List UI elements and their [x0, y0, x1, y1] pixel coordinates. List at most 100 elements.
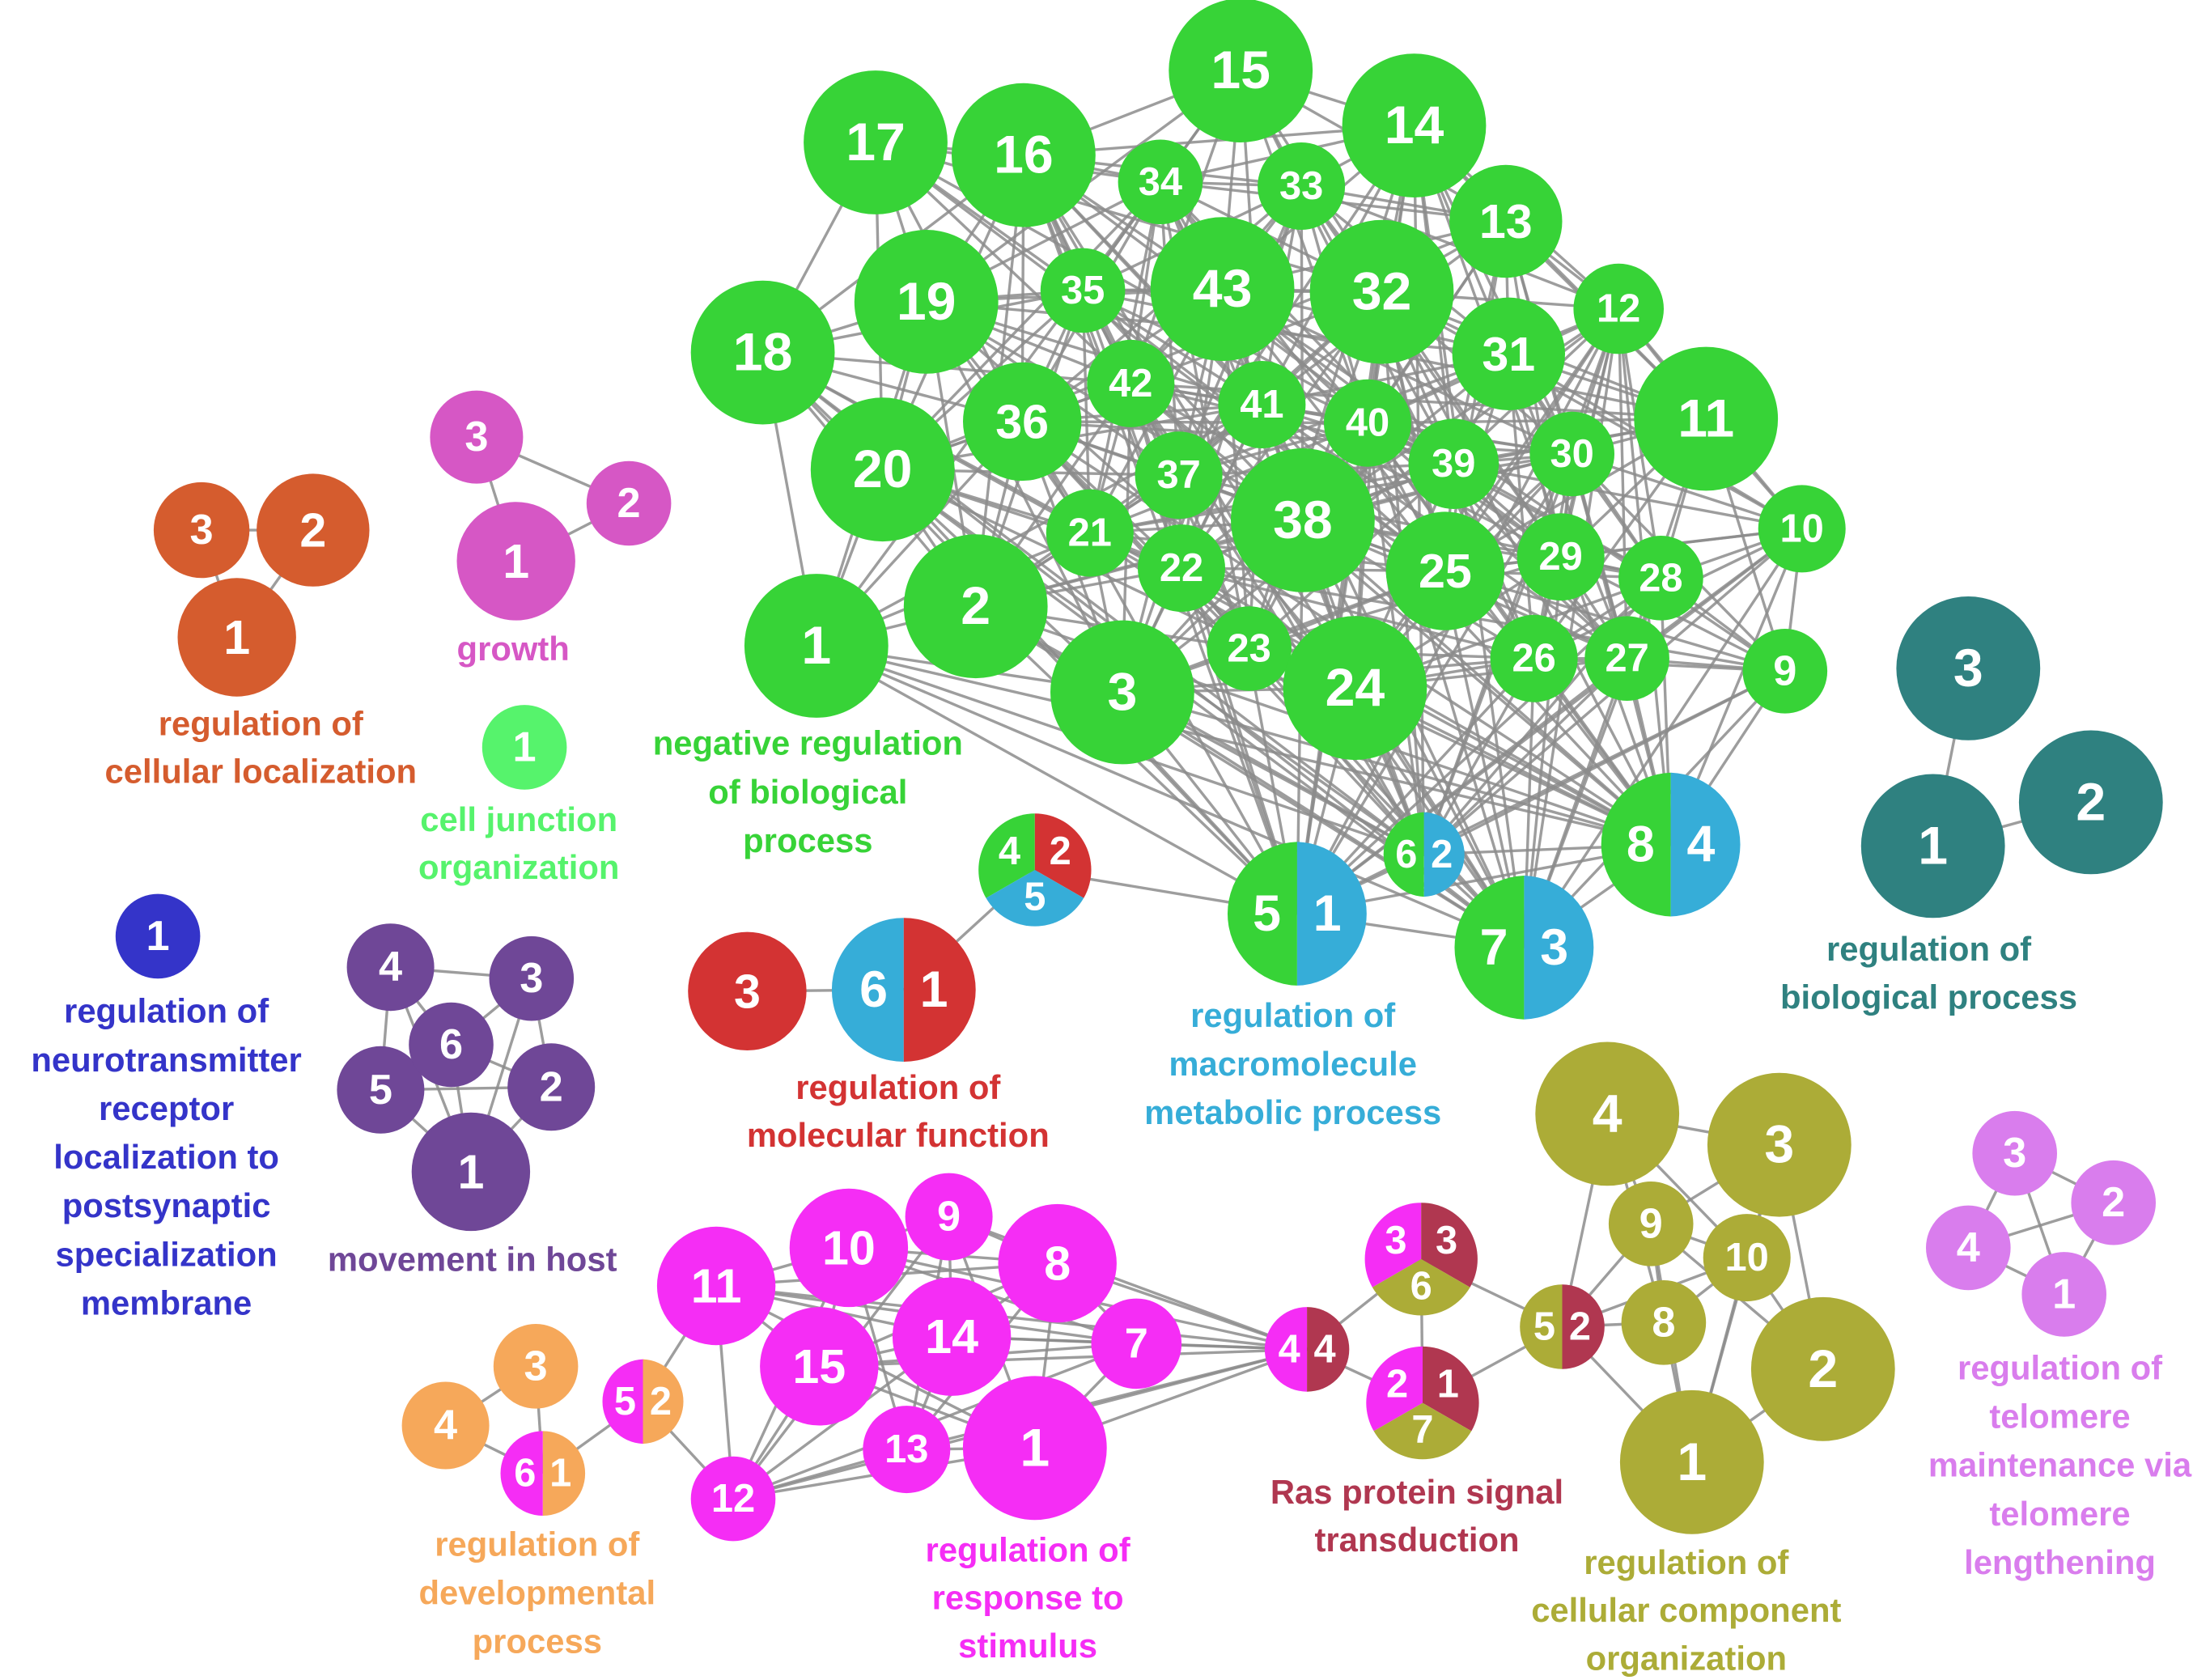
node-rs9-circle — [905, 1173, 993, 1261]
node-neg-reg-22: 22 — [1138, 524, 1225, 613]
node-cc3: 3 — [1707, 1072, 1852, 1217]
cluster-label-line: Ras protein signal — [1270, 1473, 1563, 1511]
node-mv2-label: 2 — [540, 1063, 563, 1110]
cluster-label-line: regulation of — [795, 1068, 1000, 1106]
node-cl3: 3 — [153, 482, 250, 579]
node-cc52-left-label: 5 — [1533, 1305, 1555, 1349]
node-cc8-circle — [1621, 1280, 1707, 1365]
node-ras44-left-label: 4 — [1279, 1327, 1300, 1371]
node-neg-reg-26-label: 26 — [1512, 637, 1555, 681]
node-tl1-circle — [2021, 1252, 2106, 1337]
node-mm73-left-label: 7 — [1480, 919, 1508, 976]
node-ras336-sector-a — [1364, 1203, 1422, 1288]
node-neg-reg-29: 29 — [1516, 513, 1605, 601]
node-mv3-circle — [489, 935, 575, 1021]
node-bp2-circle — [2018, 730, 2163, 875]
node-cl3-label: 3 — [190, 507, 214, 554]
node-mm62-right-label: 2 — [1431, 833, 1453, 876]
node-rs1-circle — [962, 1376, 1107, 1521]
node-neg-reg-37-label: 37 — [1156, 453, 1200, 497]
node-mv2-circle — [507, 1043, 596, 1131]
node-dv61-left-half — [500, 1431, 543, 1516]
node-neg-reg-23: 23 — [1207, 606, 1292, 691]
node-neg-reg-21-label: 21 — [1068, 511, 1112, 555]
node-cc10: 10 — [1703, 1214, 1791, 1302]
node-neg-reg-38: 38 — [1231, 448, 1375, 592]
cluster-label-line: regulation of — [1958, 1349, 2162, 1387]
node-neg-reg-10-circle — [1758, 485, 1846, 573]
node-dv52-left-half — [602, 1359, 643, 1445]
cluster-label-line: membrane — [81, 1283, 252, 1322]
cluster-label-line: of biological — [708, 773, 907, 811]
node-gr2-label: 2 — [617, 480, 641, 527]
node-mm73-left-half — [1454, 876, 1525, 1020]
node-mv5: 5 — [337, 1046, 425, 1134]
node-mf425-sector-a — [978, 813, 1035, 898]
node-ras44-right-half — [1307, 1307, 1350, 1392]
node-tl3-circle — [1972, 1110, 2057, 1196]
node-neg-reg-13-label: 13 — [1479, 194, 1533, 248]
node-neg-reg-19-circle — [854, 230, 999, 374]
node-neg-reg-30: 30 — [1529, 411, 1614, 497]
node-mv3: 3 — [489, 935, 575, 1021]
node-neg-reg-35-circle — [1040, 248, 1126, 333]
node-ras336-label-c: 6 — [1410, 1264, 1432, 1308]
node-neg-reg-28: 28 — [1618, 536, 1703, 621]
node-neg-reg-10: 10 — [1758, 485, 1846, 573]
edge-g1-mm73 — [816, 644, 1525, 949]
cluster-label-line: regulation of — [435, 1525, 639, 1563]
edge-g38-mm73 — [1301, 520, 1525, 948]
node-neg-reg-35-label: 35 — [1061, 269, 1105, 312]
node-neg-reg-38-label: 38 — [1273, 490, 1333, 550]
node-nt1-label: 1 — [146, 913, 170, 960]
node-tl2: 2 — [2071, 1160, 2156, 1245]
node-mm84-right-label: 4 — [1686, 817, 1715, 873]
node-cc3-circle — [1707, 1072, 1852, 1217]
cluster-label-line: regulation of — [1826, 930, 2031, 968]
node-rs9-label: 9 — [937, 1194, 961, 1241]
node-bp1-label: 1 — [1918, 816, 1948, 876]
node-mf425-label-b: 2 — [1050, 829, 1071, 873]
node-mv4-circle — [346, 923, 435, 1012]
node-ras217-sector-a — [1366, 1346, 1423, 1432]
node-mm51-left-label: 5 — [1253, 885, 1281, 942]
node-bp2-label: 2 — [2076, 772, 2106, 832]
node-cc52-right-half — [1562, 1284, 1605, 1369]
node-neg-reg-21: 21 — [1046, 489, 1134, 577]
node-neg-reg-24: 24 — [1283, 616, 1427, 761]
node-neg-reg-11: 11 — [1634, 346, 1779, 491]
node-neg-reg-31-label: 31 — [1482, 327, 1535, 381]
node-neg-reg-24-circle — [1283, 616, 1427, 761]
node-neg-reg-23-circle — [1207, 606, 1292, 691]
cluster-label-line: cellular component — [1531, 1591, 1841, 1629]
node-mv2: 2 — [507, 1043, 596, 1131]
cluster-label-line: receptor — [99, 1089, 234, 1127]
edge-g9-mm62 — [1423, 669, 1786, 856]
node-neg-reg-9-label: 9 — [1773, 647, 1796, 694]
node-neg-reg-12: 12 — [1573, 263, 1664, 354]
node-cl3-circle — [153, 482, 250, 579]
node-cj1-circle — [481, 705, 567, 790]
node-neg-reg-9-circle — [1742, 629, 1828, 714]
node-cc52-right-label: 2 — [1569, 1305, 1591, 1349]
node-cc2-label: 2 — [1808, 1339, 1838, 1399]
node-cc2: 2 — [1750, 1296, 1895, 1441]
node-neg-reg-41-label: 41 — [1240, 383, 1283, 426]
cluster-label-line: regulation of — [1190, 996, 1395, 1034]
node-neg-reg-38-circle — [1231, 448, 1375, 592]
node-neg-reg-36: 36 — [963, 362, 1082, 482]
node-gr3-label: 3 — [464, 414, 488, 460]
cluster-label-line: regulation of — [926, 1530, 1130, 1568]
cluster-label-line: response to — [932, 1579, 1124, 1617]
node-neg-reg-37: 37 — [1135, 431, 1223, 520]
edge-g10-mm73 — [1522, 528, 1804, 948]
node-mf425-sector-c — [986, 870, 1084, 927]
node-ras217-label-c: 7 — [1411, 1408, 1433, 1452]
node-ras217-sector-b — [1423, 1346, 1479, 1432]
cluster-label-line: biological process — [1780, 978, 2077, 1016]
node-neg-reg-11-circle — [1634, 346, 1779, 491]
node-mf61-left-half — [831, 918, 904, 1062]
node-nt1: 1 — [115, 893, 201, 979]
